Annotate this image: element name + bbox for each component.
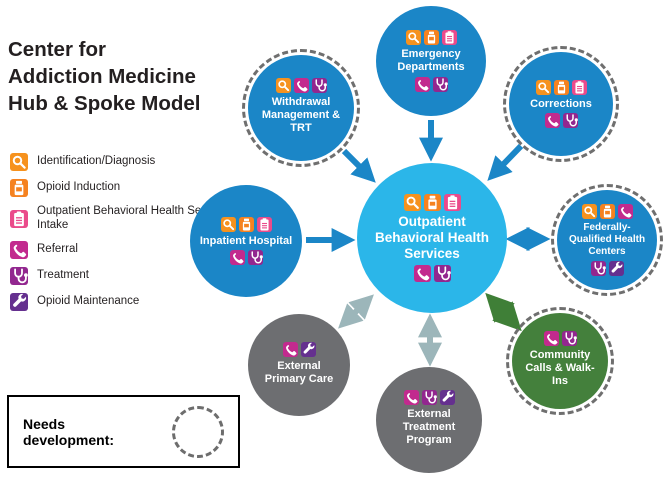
spoke-community-calls-walk-ins: Community Calls & Walk-Ins <box>506 307 614 415</box>
hub-outpatient-behavioral-health-services: Outpatient Behavioral Health Services <box>357 163 507 313</box>
needs-development-box: Needs development: <box>7 395 240 468</box>
spoke-icon-row-bottom <box>229 250 263 266</box>
spoke-federally-qualified-health-centers: Federally-Qualified Health Centers <box>551 184 663 296</box>
referral-icon <box>543 331 559 347</box>
treatment-icon <box>10 266 28 285</box>
referral-icon <box>10 240 28 259</box>
spoke-icon-row-top <box>581 204 633 220</box>
spoke-icon-row-top <box>220 216 272 232</box>
legend-label: Identification/Diagnosis <box>37 155 156 168</box>
induction-icon <box>423 30 439 46</box>
spoke-label: Inpatient Hospital <box>199 234 293 247</box>
hub-icon-row-bottom <box>413 264 451 282</box>
spoke-icon-row-top <box>275 78 327 94</box>
spoke-inpatient-hospital: Inpatient Hospital <box>190 185 302 297</box>
intake-icon <box>10 209 28 228</box>
referral-icon <box>413 264 431 282</box>
spoke-icon-row-top <box>405 30 457 46</box>
legend-label: Opioid Induction <box>37 181 121 194</box>
spoke-label: Emergency Departments <box>397 48 465 73</box>
intake-icon <box>571 79 587 95</box>
title-line-2: Addiction Medicine <box>8 65 196 89</box>
needs-development-label: Needs development: <box>23 415 115 448</box>
identification-icon <box>220 216 236 232</box>
spoke-label: Community Calls & Walk-Ins <box>525 349 595 387</box>
legend-item-intake: Outpatient Behavioral Health Services In… <box>10 205 238 233</box>
spoke-label: Corrections <box>530 97 592 110</box>
title-line-3: Hub & Spoke Model <box>8 92 201 116</box>
spoke-icon-row-bottom <box>414 76 448 92</box>
referral-icon <box>403 390 419 406</box>
referral-icon <box>414 76 430 92</box>
maintenance-icon <box>608 260 624 276</box>
arrow-corrections-to-hub <box>487 143 524 181</box>
legend-item-induction: Opioid Induction <box>10 179 238 197</box>
legend-label: Outpatient Behavioral Health Services In… <box>37 205 232 231</box>
spoke-emergency-departments: Emergency Departments <box>376 6 486 116</box>
spoke-label: External Treatment Program <box>402 408 456 446</box>
legend-label: Treatment <box>37 268 89 281</box>
spoke-icon-row-bottom <box>590 260 624 276</box>
arrow-community-to-hub <box>485 292 522 332</box>
treatment-icon <box>590 260 606 276</box>
spoke-icon-row-top <box>543 331 577 347</box>
maintenance-icon <box>10 292 28 311</box>
legend-label: Opioid Maintenance <box>37 294 140 307</box>
treatment-icon <box>421 390 437 406</box>
identification-icon <box>405 30 421 46</box>
intake-icon <box>441 30 457 46</box>
maintenance-icon <box>300 341 316 357</box>
spoke-corrections: Corrections <box>503 46 619 162</box>
legend-item-maintenance: Opioid Maintenance <box>10 292 238 311</box>
identification-icon <box>581 204 597 220</box>
legend-label: Referral <box>37 242 78 255</box>
induction-icon <box>599 204 615 220</box>
spoke-external-primary-care: External Primary Care <box>248 314 350 416</box>
legend-item-identification: Identification/Diagnosis <box>10 153 238 171</box>
spoke-icon-row-top <box>403 390 455 406</box>
spoke-icon-row-top <box>535 79 587 95</box>
treatment-icon <box>311 78 327 94</box>
identification-icon <box>535 79 551 95</box>
title-line-1: Center for <box>8 38 106 61</box>
spoke-icon-row-top <box>282 341 316 357</box>
page-title: Center for Addiction Medicine Hub & Spok… <box>8 36 248 117</box>
referral-icon <box>617 204 633 220</box>
hub-icon-row-top <box>403 194 461 212</box>
intake-icon <box>256 216 272 232</box>
treatment-icon <box>561 331 577 347</box>
legend-item-referral: Referral <box>10 240 238 259</box>
spoke-label: Federally-Qualified Health Centers <box>568 222 646 257</box>
treatment-icon <box>433 264 451 282</box>
identification-icon <box>275 78 291 94</box>
spoke-label: External Primary Care <box>264 359 334 385</box>
referral-icon <box>229 250 245 266</box>
referral-icon <box>293 78 309 94</box>
spoke-icon-row-bottom <box>544 113 578 129</box>
identification-icon <box>10 153 28 171</box>
referral-icon <box>282 341 298 357</box>
intake-icon <box>443 194 461 212</box>
hub-label: Outpatient Behavioral Health Services <box>374 214 490 261</box>
induction-icon <box>10 179 28 197</box>
spoke-label: Withdrawal Management & TRT <box>261 96 341 134</box>
induction-icon <box>238 216 254 232</box>
arrow-hub-external-primary-care-bidirectional <box>338 294 374 329</box>
treatment-icon <box>432 76 448 92</box>
spoke-withdrawal-management-trt: Withdrawal Management & TRT <box>242 49 360 167</box>
legend-item-treatment: Treatment <box>10 266 238 285</box>
arrow-withdrawal-to-hub <box>341 148 376 183</box>
maintenance-icon <box>439 390 455 406</box>
induction-icon <box>553 79 569 95</box>
identification-icon <box>403 194 421 212</box>
treatment-icon <box>247 250 263 266</box>
spoke-external-treatment-program: External Treatment Program <box>376 367 482 473</box>
needs-development-dashed-circle-sample <box>172 405 224 458</box>
induction-icon <box>423 194 441 212</box>
referral-icon <box>544 113 560 129</box>
treatment-icon <box>562 113 578 129</box>
